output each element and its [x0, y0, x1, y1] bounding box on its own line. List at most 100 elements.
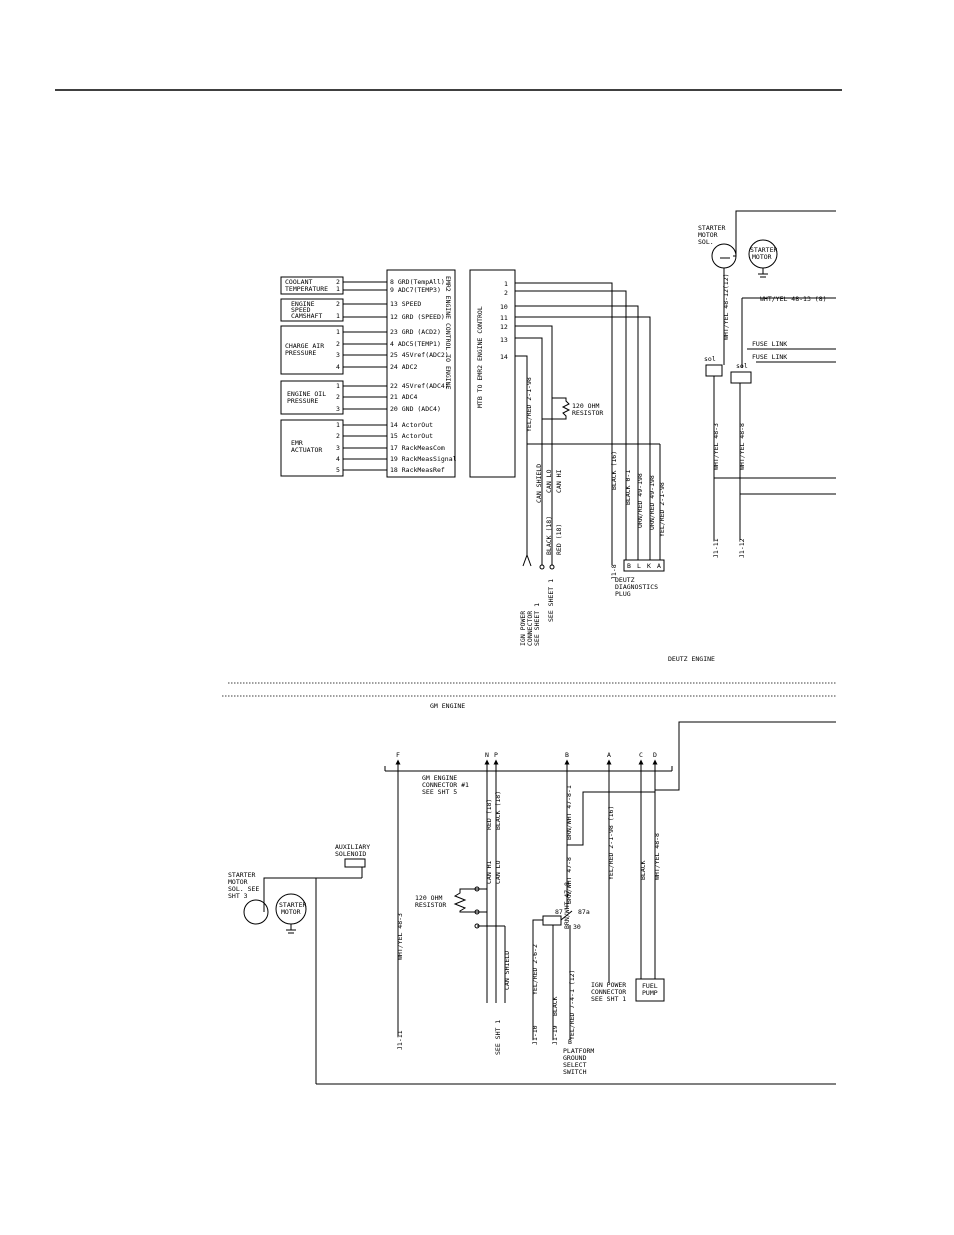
j1-12-label: J1-12	[738, 538, 746, 558]
gm-relay: 87 87a 30	[532, 908, 590, 1040]
actuator-pin: 3	[336, 444, 340, 452]
gm-yel-red-741-label: YEL/RED 7-4-1 (12)	[568, 970, 576, 1040]
gm-yel-red-262-label: YEL/RED 2-6-2	[531, 944, 539, 995]
emr2-engine-control: 8 GRD(TempAll) 9 ADC7(TEMP3) 13 SPEED 12…	[386, 269, 457, 478]
wire-label-yel-red-2: YEL/RED 2-1-98	[658, 482, 666, 537]
emr-title: EMR2 ENGINE CONTROL TO ENGINE	[444, 276, 452, 390]
speed-label-1: ENGINE	[291, 300, 315, 308]
wire-label-orn-red-2: ORN/RED 49-198	[648, 475, 656, 530]
wire-label-j1-8: J1-8	[610, 564, 618, 580]
wire-label-orn-red: ORN/RED 49-198	[636, 473, 644, 528]
charge-pin: 2	[336, 340, 340, 348]
charge-air-pressure-sensor: CHARGE AIR PRESSURE 1 2 3 4	[280, 325, 344, 375]
gm-starter-sol-label-1: STARTER	[228, 871, 255, 879]
platform-label-2: PLATFORM	[563, 1047, 594, 1055]
aux-sol-label-2: SOLENOID	[335, 850, 366, 858]
sol-label-1: sol	[704, 355, 716, 363]
speed-label-2: SPEED	[291, 306, 311, 314]
gm-red18-label: RED (18)	[485, 799, 493, 830]
mtb-title: MTB TO EMR2 ENGINE CONTROL	[476, 306, 484, 408]
mtb-pin: 13	[500, 336, 508, 344]
gm-connector-label-2: CONNECTOR #1	[422, 781, 469, 789]
speed-pin: 1	[336, 312, 340, 320]
charge-pin: 4	[336, 363, 340, 371]
resistor-label-1: 120 OHM	[572, 402, 599, 410]
aux-sol-label-1: AUXILIARY	[335, 843, 370, 851]
oil-label-2: PRESSURE	[287, 397, 318, 405]
ign-power-label-1: IGN POWER	[519, 611, 527, 646]
diag-pin: L	[637, 562, 641, 570]
emr-actuator: EMR ACTUATOR 1 2 3 4 5	[280, 419, 344, 477]
actuator-pin: 5	[336, 466, 340, 474]
emr-pin-label: 23 GRD (ACD2)	[390, 328, 441, 336]
diag-label-1: DEUTZ	[615, 576, 635, 584]
gm-wht-yel-8-label: WHT/YEL 48-8	[653, 833, 661, 880]
gm-starter-motor-label-2: MOTOR	[281, 908, 301, 916]
wire-label-yel-red: YEL/RED 2-1-98	[525, 377, 533, 432]
ign-power-label-3: SEE SHEET 1	[533, 603, 541, 646]
mtb-to-emr2: MTB TO EMR2 ENGINE CONTROL 1 2 10 11 12 …	[469, 269, 516, 478]
emr-pin-label: 24 ADC2	[390, 363, 417, 371]
deutz-diagnostics-plug: B L K A DEUTZ DIAGNOSTICS PLUG	[615, 559, 665, 598]
deutz-starter-motor: STARTER MOTOR SOL. STARTER MOTOR	[698, 210, 836, 365]
gm-can-lo-label: CAN LO	[494, 860, 502, 884]
gm-can-hi-label: CAN HI	[485, 860, 493, 884]
gm-resistor-label-2: RESISTOR	[415, 901, 446, 909]
gm-connector-label-3: SEE SHT 5	[422, 788, 457, 796]
oil-pin: 1	[336, 382, 340, 390]
gm-pin-d: D	[653, 751, 657, 759]
actuator-pin: 2	[336, 432, 340, 440]
gm-ign-power-label-2: CONNECTOR	[591, 988, 626, 996]
resistor-label-2: RESISTOR	[572, 409, 603, 417]
gm-wht-yel-3-label: WHT/YEL 48-3	[396, 913, 404, 960]
coolant-pin: 1	[336, 285, 340, 293]
mtb-pin: 11	[500, 314, 508, 322]
fuse-link-2: FUSE LINK	[752, 353, 787, 361]
emr-pin-label: 8 GRD(TempAll)	[390, 278, 445, 286]
deutz-wire-labels: YEL/RED 2-1-98 CAN SHIELD CAN LO CAN HI …	[519, 377, 666, 646]
gm-platform-ground-select-switch: B PLATFORM GROUND SELECT SWITCH	[563, 1038, 594, 1076]
starter-sol-label-1: STARTER	[698, 224, 725, 232]
platform-label-4: SELECT	[563, 1061, 587, 1069]
gm-section: GM ENGINE F N P B A C D GM ENGINE CONNEC…	[228, 702, 836, 1085]
mtb-pin: 2	[504, 289, 508, 297]
gm-starter-sol-label-4: SHT 3	[228, 892, 248, 900]
gm-starter-sol-label-3: SOL. SEE	[228, 885, 259, 893]
emr-pin-label: 9 ADC7(TEMP3)	[390, 286, 441, 294]
relay-pin-87: 87	[555, 908, 563, 916]
speed-label-3: CAMSHAFT	[291, 312, 322, 320]
gm-brn-wht-mid-label: BRN/WHT 47-8	[565, 857, 573, 904]
wire-label-black18: BLACK (18)	[545, 516, 553, 555]
mtb-pin: 12	[500, 323, 508, 331]
emr-pin-label: 22 45Vref(ADC4)	[390, 382, 449, 390]
emr-pin-label: 4 ADC5(TEMP1)	[390, 340, 441, 348]
emr-pin-label: 18 RackMeasRef	[390, 466, 445, 474]
mtb-pin: 14	[500, 353, 508, 361]
gm-pin-c: C	[639, 751, 643, 759]
gm-j1-10-label: J1-10	[531, 1025, 539, 1045]
sol-label-2: sol	[736, 362, 748, 370]
coolant-pin: 2	[336, 278, 340, 286]
engine-oil-pressure-sensor: ENGINE OIL PRESSURE 1 2 3	[280, 380, 344, 415]
emr-pin-label: 15 ActorOut	[390, 432, 433, 440]
charge-pin: 3	[336, 351, 340, 359]
emr-pin-label: 19 RackMeasSignal	[390, 455, 457, 463]
ign-power-label-2: CONNECTOR	[526, 611, 534, 646]
coolant-label-2: TEMPERATURE	[285, 285, 328, 293]
actuator-label-1: EMR	[291, 439, 303, 447]
speed-pin: 2	[336, 300, 340, 308]
wire-label-can-hi: CAN HI	[555, 469, 563, 493]
fuel-pump-label-2: PUMP	[642, 989, 658, 997]
starter-sol-label-3: SOL.	[698, 238, 714, 246]
gm-see-sht-label: SEE SHT 1	[494, 1020, 502, 1055]
mtb-wires	[515, 282, 661, 570]
emr-pin-label: 14 ActorOut	[390, 421, 433, 429]
gm-brn-wht-low-label: BRN/WHT 47-8	[563, 882, 571, 929]
relay-pin-87a: 87a	[578, 908, 590, 916]
gm-pin-wires	[395, 721, 836, 1036]
deutz-engine-section-label: DEUTZ ENGINE	[668, 655, 715, 663]
gm-connector-label-1: GM ENGINE	[422, 774, 457, 782]
gm-black-label: BLACK	[639, 860, 647, 880]
deutz-section: COOLANT TEMPERATURE 2 1 ENGINE SPEED CAM…	[280, 210, 836, 663]
gm-starter-sol-label-2: MOTOR	[228, 878, 248, 886]
